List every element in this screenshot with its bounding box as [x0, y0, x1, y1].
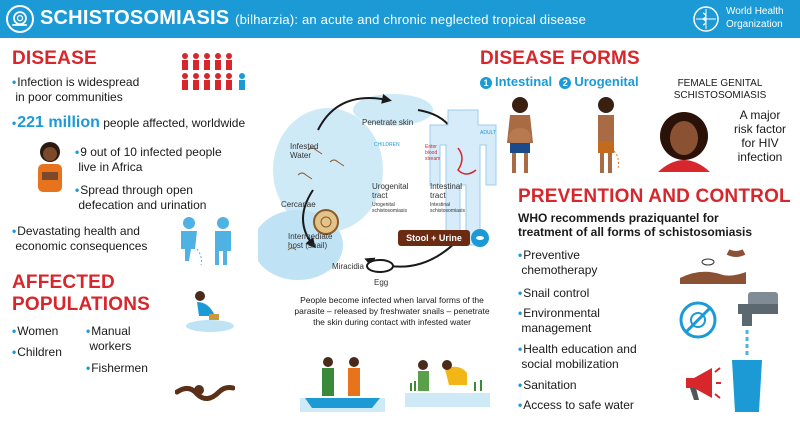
cycle-penetrate-skin: Penetrate skin [362, 118, 414, 127]
disease-item-4: •Spread through open defecation and urin… [75, 183, 207, 212]
recommendation-line-1: WHO recommends praziquantel for [518, 211, 719, 225]
prevention-item-2: •Snail control [518, 286, 590, 300]
cycle-egg: Egg [374, 278, 389, 287]
prevention-item-6: •Access to safe water [518, 398, 634, 412]
cycle-cercariae: Cercariae [281, 200, 316, 209]
fgs-title: FEMALE GENITAL SCHISTOSOMIASIS [650, 78, 790, 102]
cycle-adult-tag: ADULT [480, 130, 497, 136]
org-line-1: World Health [726, 6, 784, 17]
who-emblem-icon [693, 6, 719, 32]
subtitle-text: (bilharzia): an acute and chronic neglec… [235, 12, 587, 27]
woman-portrait-icon [658, 112, 710, 172]
washing-worker-icon [186, 291, 234, 332]
pill-hand-icon [680, 249, 746, 284]
rice-farmers-icon [405, 360, 490, 407]
disease-item-3: •9 out of 10 infected people live in Afr… [75, 145, 222, 174]
fgs-line-1: FEMALE GENITAL [677, 78, 763, 89]
life-cycle-diagram [258, 93, 497, 280]
page-title: SCHISTOSOMIASIS (bilharzia): an acute an… [40, 7, 586, 30]
disease-heading: DISEASE [12, 48, 97, 69]
prevention-item-3: •Environmental management [518, 306, 600, 335]
water-tap-icon [732, 292, 778, 412]
affected-workers: •Manual workers [86, 324, 132, 353]
disease-forms-heading: DISEASE FORMS [480, 48, 640, 69]
cycle-caption: People become infected when larval forms… [294, 295, 490, 327]
prevention-item-4: •Health education and social mobilizatio… [518, 342, 637, 371]
org-name: World Health Organization [726, 5, 784, 31]
title-text: SCHISTOSOMIASIS [40, 7, 230, 29]
form-intestinal: Intestinal [495, 74, 553, 89]
prevention-item-1: •Preventive chemotherapy [518, 248, 598, 277]
cycle-miracidia: Miracidia [332, 262, 365, 271]
affected-women: •Women [12, 324, 59, 338]
prevention-item-5: •Sanitation [518, 378, 577, 392]
urogenital-patient-icon [598, 97, 619, 173]
affected-heading: AFFECTED POPULATIONS [12, 272, 150, 316]
num-2-badge: 2 [559, 76, 572, 89]
affected-fishermen: •Fishermen [86, 361, 148, 375]
megaphone-icon [686, 367, 721, 400]
hiv-risk-text: A major risk factor for HIV infection [733, 108, 786, 164]
population-people-icon [182, 53, 245, 90]
open-defecation-icon [181, 217, 231, 266]
microscope-badge-icon [471, 229, 489, 247]
swimming-child-icon [175, 385, 235, 401]
header-bar: SCHISTOSOMIASIS (bilharzia): an acute an… [0, 0, 800, 38]
snail-icon [6, 5, 34, 33]
no-snail-icon [679, 301, 717, 339]
stool-urine-box: Stool + Urine [398, 230, 470, 246]
form-urogenital: Urogenital [574, 74, 639, 89]
disease-item-2: •221 million people affected, worldwide [12, 114, 246, 131]
org-line-2: Organization [726, 19, 783, 30]
child-illustration-icon [38, 142, 62, 192]
num-1-badge: 1 [480, 76, 492, 89]
affected-children: •Children [12, 345, 62, 359]
disease-item-5: •Devastating health and economic consequ… [12, 224, 148, 253]
fgs-line-2: SCHISTOSOMIASIS [673, 90, 767, 101]
affected-heading-1: AFFECTED [12, 272, 115, 293]
cycle-children-tag: CHILDREN [374, 142, 400, 148]
prevention-heading: PREVENTION AND CONTROL [518, 186, 791, 207]
disease-item-1: •Infection is widespread in poor communi… [12, 75, 140, 104]
who-recommendation: WHO recommends praziquantel for treatmen… [518, 211, 752, 239]
affected-heading-2: POPULATIONS [12, 294, 151, 315]
intestinal-patient-icon [507, 97, 533, 173]
fishermen-boat-icon [300, 357, 385, 412]
recommendation-line-2: treatment of all forms of schistosomiasi… [518, 225, 753, 239]
